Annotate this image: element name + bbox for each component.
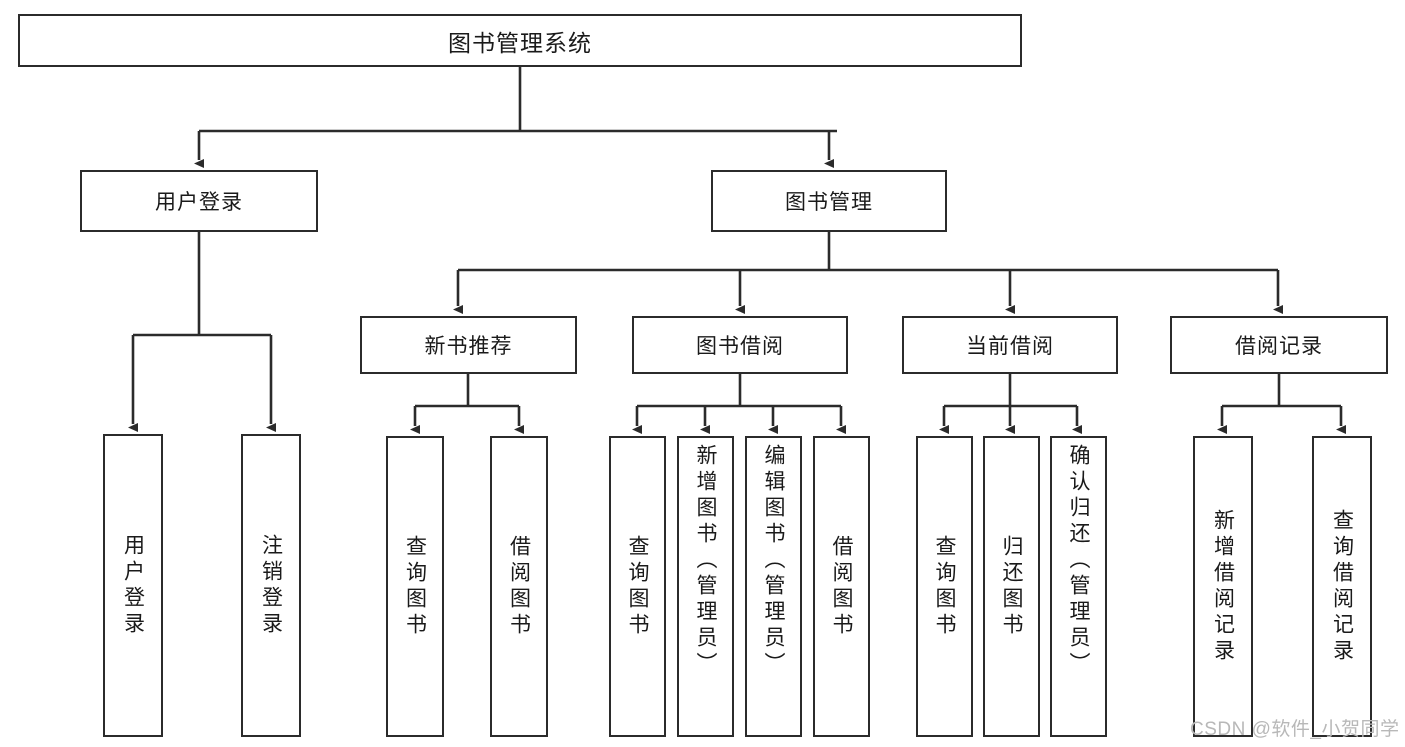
csdn-watermark: CSDN @软件_小贺同学 — [1190, 719, 1400, 740]
leaf-current-query-book[interactable]: 查询图书 — [916, 436, 973, 737]
leaf-label: 查询图书 — [403, 534, 427, 639]
leaf-borrow-edit-book-admin[interactable]: 编辑图书（管理员） — [745, 436, 802, 737]
leaf-new-book-query[interactable]: 查询图书 — [386, 436, 444, 737]
leaf-label: 确认归还（管理员） — [1067, 444, 1090, 678]
node-label: 当前借阅 — [966, 335, 1054, 358]
leaf-new-book-borrow[interactable]: 借阅图书 — [490, 436, 548, 737]
node-root-system[interactable]: 图书管理系统 — [18, 14, 1022, 67]
node-book-management[interactable]: 图书管理 — [711, 170, 947, 232]
node-user-login[interactable]: 用户登录 — [80, 170, 318, 232]
leaf-label: 用户登录 — [121, 533, 145, 638]
leaf-label: 查询借阅记录 — [1330, 508, 1354, 665]
leaf-label: 归还图书 — [1000, 534, 1023, 639]
node-book-borrow[interactable]: 图书借阅 — [632, 316, 848, 374]
node-current-borrow[interactable]: 当前借阅 — [902, 316, 1118, 374]
node-borrow-record[interactable]: 借阅记录 — [1170, 316, 1388, 374]
leaf-record-add-record[interactable]: 新增借阅记录 — [1193, 436, 1253, 737]
leaf-label: 借阅图书 — [830, 534, 853, 639]
leaf-label: 新增借阅记录 — [1211, 508, 1235, 665]
leaf-user-login-logout[interactable]: 注销登录 — [241, 434, 301, 737]
leaf-label: 借阅图书 — [507, 534, 531, 639]
leaf-current-return-book[interactable]: 归还图书 — [983, 436, 1040, 737]
leaf-borrow-query-book[interactable]: 查询图书 — [609, 436, 666, 737]
leaf-borrow-borrow-book[interactable]: 借阅图书 — [813, 436, 870, 737]
leaf-label: 编辑图书（管理员） — [762, 444, 785, 678]
node-label: 新书推荐 — [424, 335, 513, 358]
leaf-user-login-login[interactable]: 用户登录 — [103, 434, 163, 737]
leaf-label: 查询图书 — [626, 534, 649, 639]
node-label: 图书管理系统 — [448, 29, 592, 56]
leaf-borrow-add-book-admin[interactable]: 新增图书（管理员） — [677, 436, 734, 737]
node-label: 图书管理 — [785, 191, 873, 214]
node-new-book-recommend[interactable]: 新书推荐 — [360, 316, 577, 374]
leaf-label: 新增图书（管理员） — [694, 444, 717, 678]
leaf-current-confirm-return-admin[interactable]: 确认归还（管理员） — [1050, 436, 1107, 737]
leaf-record-query-record[interactable]: 查询借阅记录 — [1312, 436, 1372, 737]
leaf-label: 注销登录 — [259, 533, 283, 638]
leaf-label: 查询图书 — [933, 534, 956, 639]
node-label: 图书借阅 — [696, 335, 784, 358]
node-label: 用户登录 — [155, 191, 243, 214]
node-label: 借阅记录 — [1235, 335, 1323, 358]
